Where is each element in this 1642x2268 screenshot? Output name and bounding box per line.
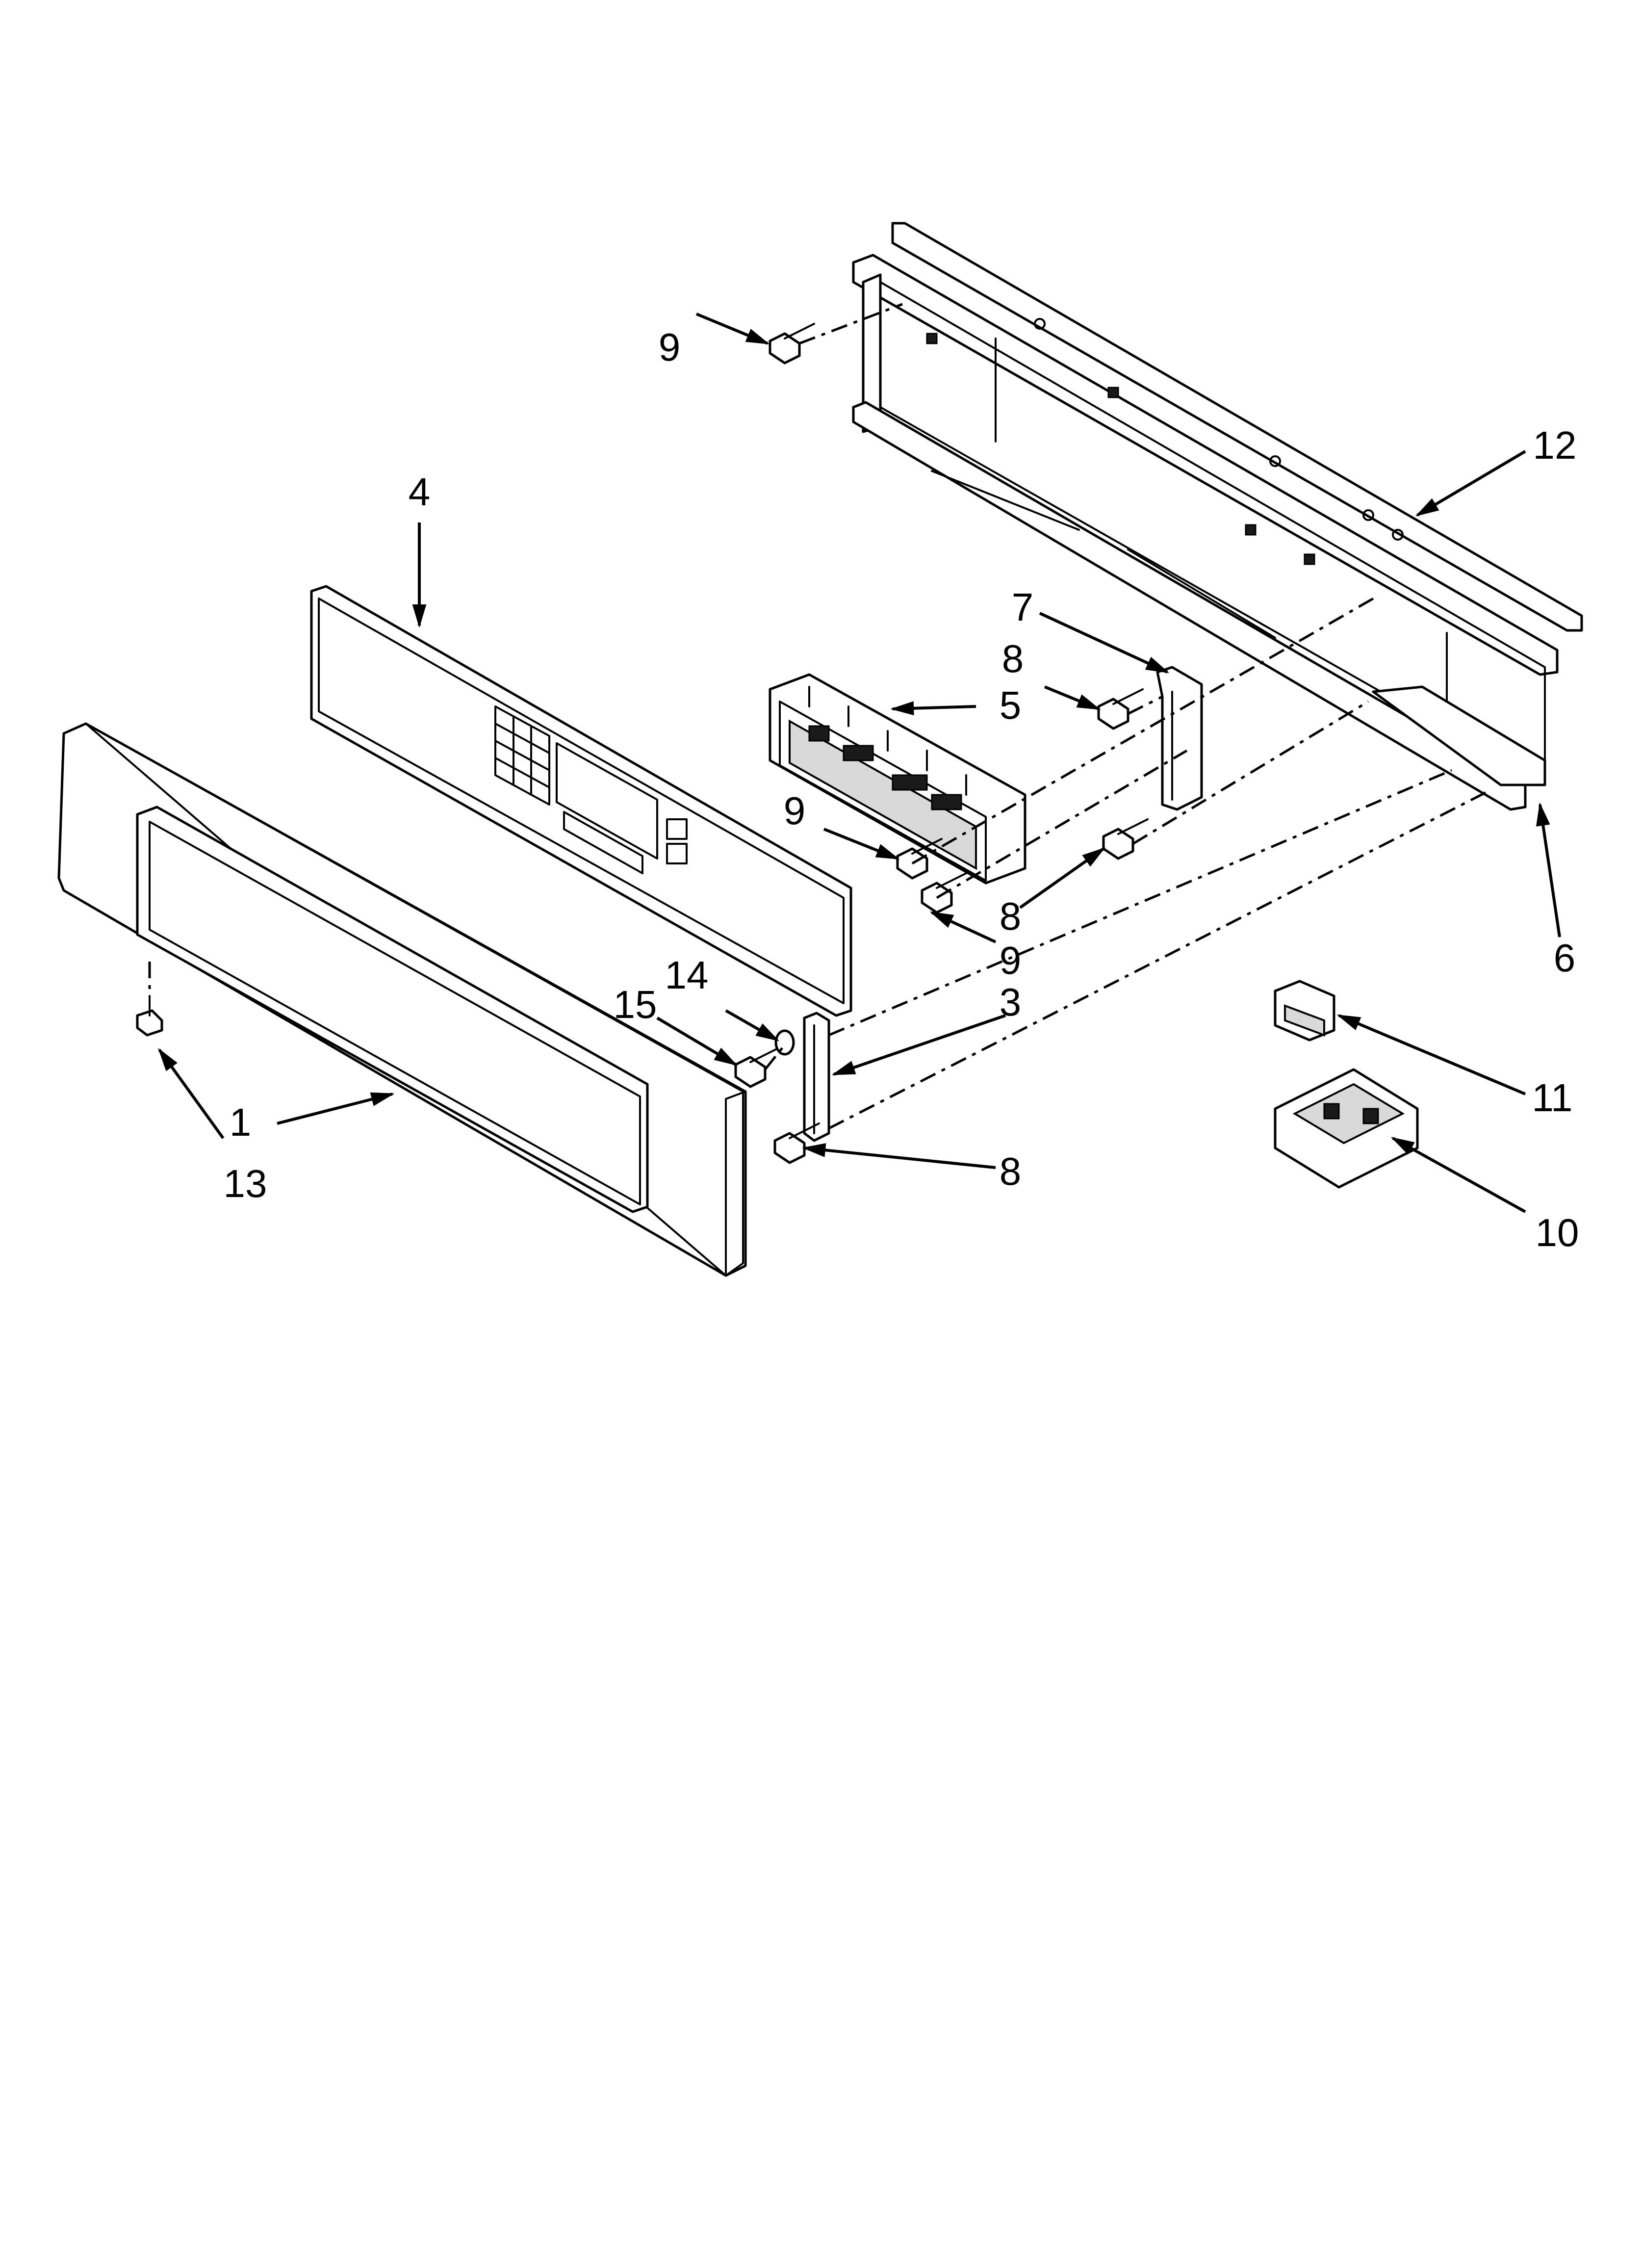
callout-9-lower: 9 [1000,938,1022,982]
washer-part-14 [774,1029,795,1056]
screw-part-13 [136,995,163,1037]
mounting-bracket-part-12 [852,222,1583,811]
screw-part-8-upper [1097,688,1144,730]
overlay-panel-part-4 [310,585,852,1017]
callout-5: 5 [1000,683,1022,727]
callout-10: 10 [1536,1211,1579,1254]
callout-9-top: 9 [659,325,681,369]
leader-lines [158,313,1561,1213]
keypad-grid [494,705,550,806]
screw-part-9-top [769,323,815,365]
assembly-lines [148,303,1492,1130]
callout-9-middle: 9 [784,789,806,833]
callout-1: 1 [230,1100,252,1144]
callout-12: 12 [1533,423,1577,467]
control-bracket-part-7 [1156,666,1203,811]
relay-board-part-10 [1274,1068,1419,1189]
callout-8-lower: 8 [1000,1149,1022,1193]
callout-14: 14 [665,953,709,997]
callout-labels: 1 3 4 5 6 7 8 8 8 9 9 9 10 11 12 13 14 1… [224,325,1579,1254]
callout-8-upper: 8 [1002,637,1024,680]
callout-6: 6 [1554,936,1576,980]
callout-8-middle: 8 [1000,894,1022,938]
callout-13: 13 [224,1162,267,1205]
callout-15: 15 [614,983,657,1026]
control-panel-part-1 [57,722,747,1277]
callout-11: 11 [1532,1076,1572,1120]
component-part-11 [1274,980,1335,1042]
screw-part-15 [734,1046,781,1088]
side-bracket-part-3 [803,1012,830,1142]
callout-4: 4 [409,470,431,514]
electronic-control-part-5 [769,673,1026,885]
callout-3: 3 [1000,980,1022,1024]
callout-7: 7 [1012,585,1034,629]
